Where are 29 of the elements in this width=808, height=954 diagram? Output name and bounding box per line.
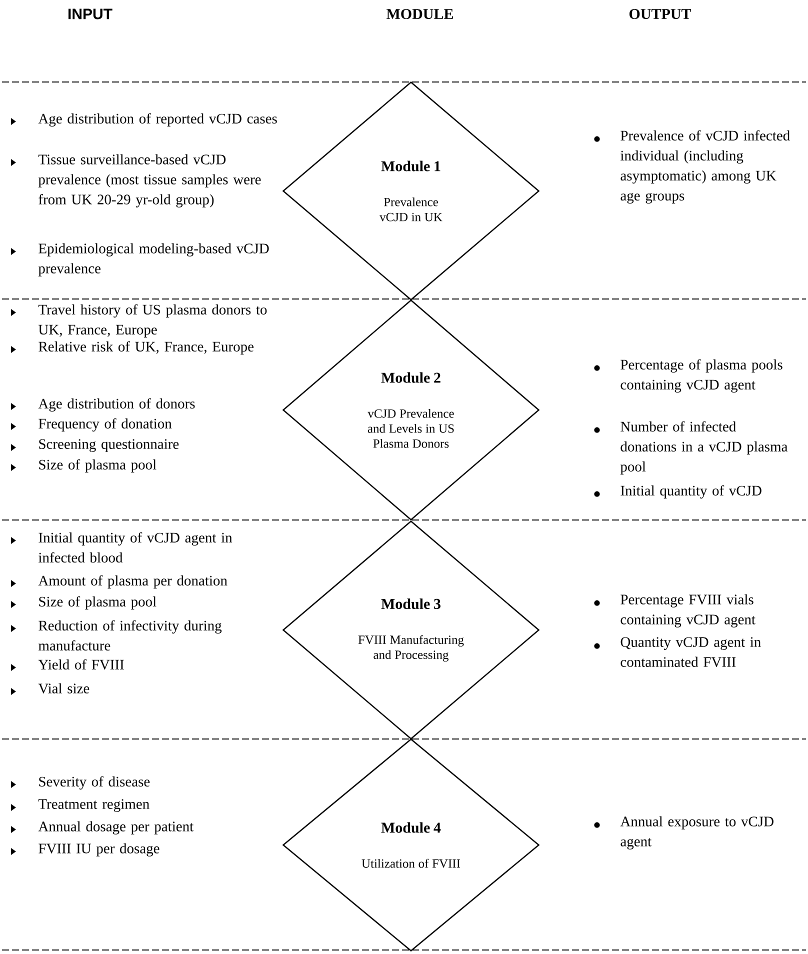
list-item: Percentage of plasma pools containing vCJD agent [594,359,782,393]
column-heading: INPUT [68,8,112,20]
list-item: Annual exposure to vCJD agent [594,816,774,850]
list-item: Travel history of US plasma donors to UK, France, Europe [11,304,267,338]
list-item: Initial quantity of vCJD [594,485,762,499]
list-item: Initial quantity of vCJD agent in infected blood [11,532,232,563]
list-item: Percentage FVIII vials containing vCJD agent [594,594,756,628]
list-item: Age distribution of reported vCJD cases [11,113,277,127]
list-item: Tissue surveillance-based vCJD prevalence (most tissue samples were from UK 20-29 yr-old group) [11,154,261,208]
list-item: Size of plasma pool [11,596,156,610]
list-item: Vial size [11,683,90,695]
list-item: FVIII IU per dosage [11,843,160,856]
list-item: Yield of FVIII [11,659,124,671]
list-item: Size of plasma pool [11,459,156,472]
list-item: Frequency of donation [11,418,172,432]
list-item: Reduction of infectivity during manufacture [11,620,222,651]
list-item: Age distribution of donors [11,398,195,412]
list-item: Annual dosage per patient [11,821,194,834]
list-item: Epidemiological modeling-based vCJD prevalence [11,243,269,276]
column-heading: MODULE [386,8,453,20]
list-item: Quantity vCJD agent in contaminated FVIII [594,637,761,668]
list-item: Severity of disease [11,776,150,790]
list-item: Relative risk of UK, France, Europe [11,341,254,354]
column-heading: OUTPUT [629,8,692,20]
list-item: Amount of plasma per donation [11,575,228,588]
list-item: Prevalence of vCJD infected individual (including asymptomatic) among UK age groups [594,130,790,204]
list-item: Treatment regimen [11,799,150,812]
list-item: Number of infected donations in a vCJD plasma pool [594,421,788,474]
list-item: Screening questionnaire [11,439,179,452]
